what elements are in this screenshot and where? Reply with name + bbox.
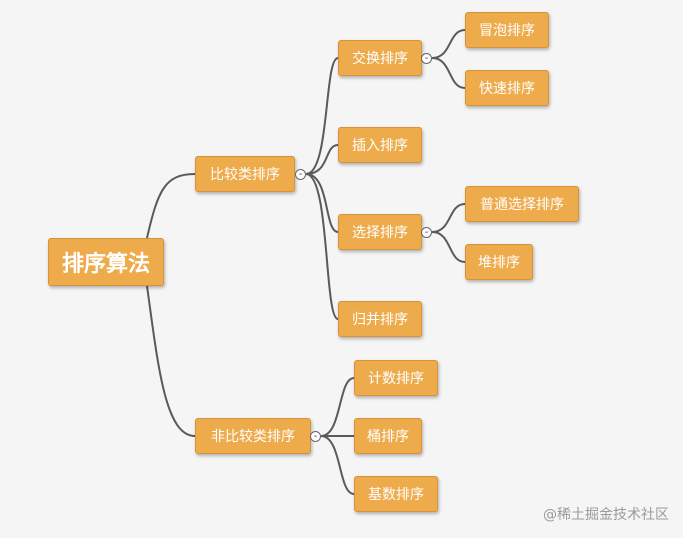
collapse-toggle-selection[interactable]: -: [421, 227, 432, 238]
connector-selection-heap: [431, 231, 466, 263]
connector-noncomparison-counting: [320, 377, 355, 437]
node-quick-sort[interactable]: 快速排序: [465, 70, 549, 106]
connector-root-noncomparison: [146, 285, 196, 437]
collapse-toggle-comparison[interactable]: -: [295, 169, 306, 180]
connector-comparison-selection: [305, 173, 339, 233]
node-insertion-sort[interactable]: 插入排序: [338, 127, 422, 163]
connector-exchange-quick: [431, 57, 466, 89]
node-exchange-sort[interactable]: 交换排序: [338, 40, 422, 76]
collapse-toggle-exchange[interactable]: -: [421, 53, 432, 64]
root-node[interactable]: 排序算法: [48, 238, 164, 286]
node-selection-sort[interactable]: 选择排序: [338, 214, 422, 250]
connector-selection-simple: [431, 203, 466, 233]
watermark-text: @稀土掘金技术社区: [543, 507, 669, 523]
connector-comparison-exchange: [305, 57, 339, 175]
connector-exchange-bubble: [431, 29, 466, 59]
connector-noncomparison-radix: [320, 435, 355, 495]
node-bucket-sort[interactable]: 桶排序: [354, 418, 422, 454]
connector-root-comparison: [146, 173, 196, 239]
node-simple-selection-sort[interactable]: 普通选择排序: [465, 186, 579, 222]
node-comparison-sort[interactable]: 比较类排序: [195, 156, 295, 192]
connector-comparison-merge: [305, 173, 339, 320]
node-bubble-sort[interactable]: 冒泡排序: [465, 12, 549, 48]
node-heap-sort[interactable]: 堆排序: [465, 244, 533, 280]
node-non-comparison-sort[interactable]: 非比较类排序: [195, 418, 311, 454]
collapse-toggle-non-comparison[interactable]: -: [310, 431, 321, 442]
node-merge-sort[interactable]: 归并排序: [338, 301, 422, 337]
node-radix-sort[interactable]: 基数排序: [354, 476, 438, 512]
connector-comparison-insertion: [305, 144, 339, 175]
node-counting-sort[interactable]: 计数排序: [354, 360, 438, 396]
